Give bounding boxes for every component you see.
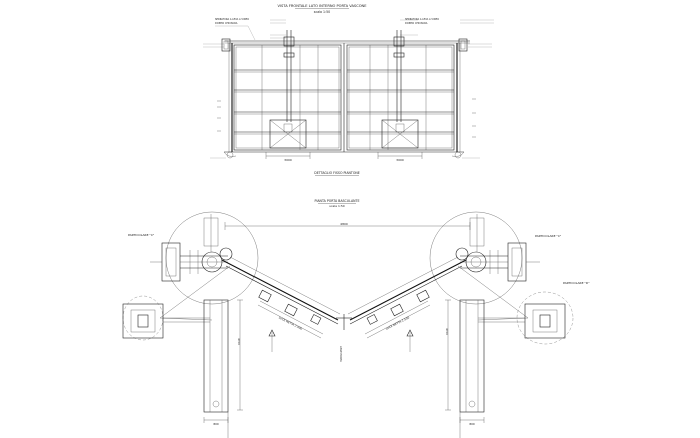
elevation-dimensions: 3000 3000: [210, 152, 480, 162]
section-label: DETTAGLIO FISSO PIANTONE: [314, 171, 360, 175]
plan-view: PIANTA PORTA BASCULANTE scala 1:50 4800 …: [122, 199, 590, 438]
right-hinge-box: [458, 38, 468, 52]
left-leaf-plan: LUCE NETTA 2.500: [221, 256, 341, 339]
elevation-scale: scala 1:50: [314, 10, 330, 14]
note-left-1: SERRATURA A LEVA A VIDEO: [215, 18, 249, 21]
detail-label-left: PARTICOLARE "C": [128, 233, 155, 237]
right-gate-leaf: [346, 30, 455, 151]
opening-arrows: [268, 329, 414, 352]
left-hinge-box: [221, 38, 231, 52]
right-leaf-plan: LUCE NETTA 2.500: [347, 256, 467, 339]
leaf-label-right: LUCE NETTA 2.500: [385, 315, 410, 330]
left-annotations: SERRATURA A LEVA A VIDEO DOPPIO CHIUSURA: [203, 18, 286, 48]
detail-label-right: PARTICOLARE "C": [535, 234, 562, 238]
leaf-label-left: LUCE NETTA 2.500: [278, 315, 303, 330]
left-gate-leaf: [233, 30, 342, 151]
elevation-view: VISTA FRONTALE LATO INTERNO PORTA VASCON…: [203, 4, 494, 176]
dim-left: 3000: [284, 158, 292, 162]
dim-right-vertical: 4700: [445, 328, 449, 335]
detail-circle-far-right: [516, 291, 574, 345]
dim-left-vertical: 4700: [237, 338, 241, 345]
left-wall: 4700 800: [203, 299, 243, 438]
right-hinge-detail: [455, 214, 540, 282]
note-right-1: SERRATURA A LEVA A VIDEO: [405, 18, 439, 21]
right-annotations: SERRATURA A LEVA A VIDEO DOPPIO CHIUSURA: [400, 18, 494, 48]
dim-top: 4800: [340, 222, 348, 226]
detail-label-far-right: PARTICOLARE "D": [563, 281, 590, 285]
note-left-2: DOPPIO CHIUSURA: [215, 22, 238, 25]
plan-scale: scala 1:50: [329, 204, 345, 208]
dim-right: 3000: [396, 158, 404, 162]
dim-bottom-right: 800: [469, 422, 475, 426]
detail-circle-far-left: [122, 295, 164, 341]
dim-bottom-left: 800: [213, 422, 219, 426]
right-wall: 4700 800: [445, 299, 485, 438]
note-right-2: DOPPIO CHIUSURA: [405, 22, 428, 25]
center-label: ASSE PORTA: [339, 346, 343, 362]
right-anchor-block: [478, 303, 566, 339]
elevation-title: VISTA FRONTALE LATO INTERNO PORTA VASCON…: [278, 4, 368, 8]
left-anchor-block: [122, 303, 210, 339]
plan-title: PIANTA PORTA BASCULANTE: [315, 199, 360, 203]
left-hinge-detail: [150, 214, 233, 282]
